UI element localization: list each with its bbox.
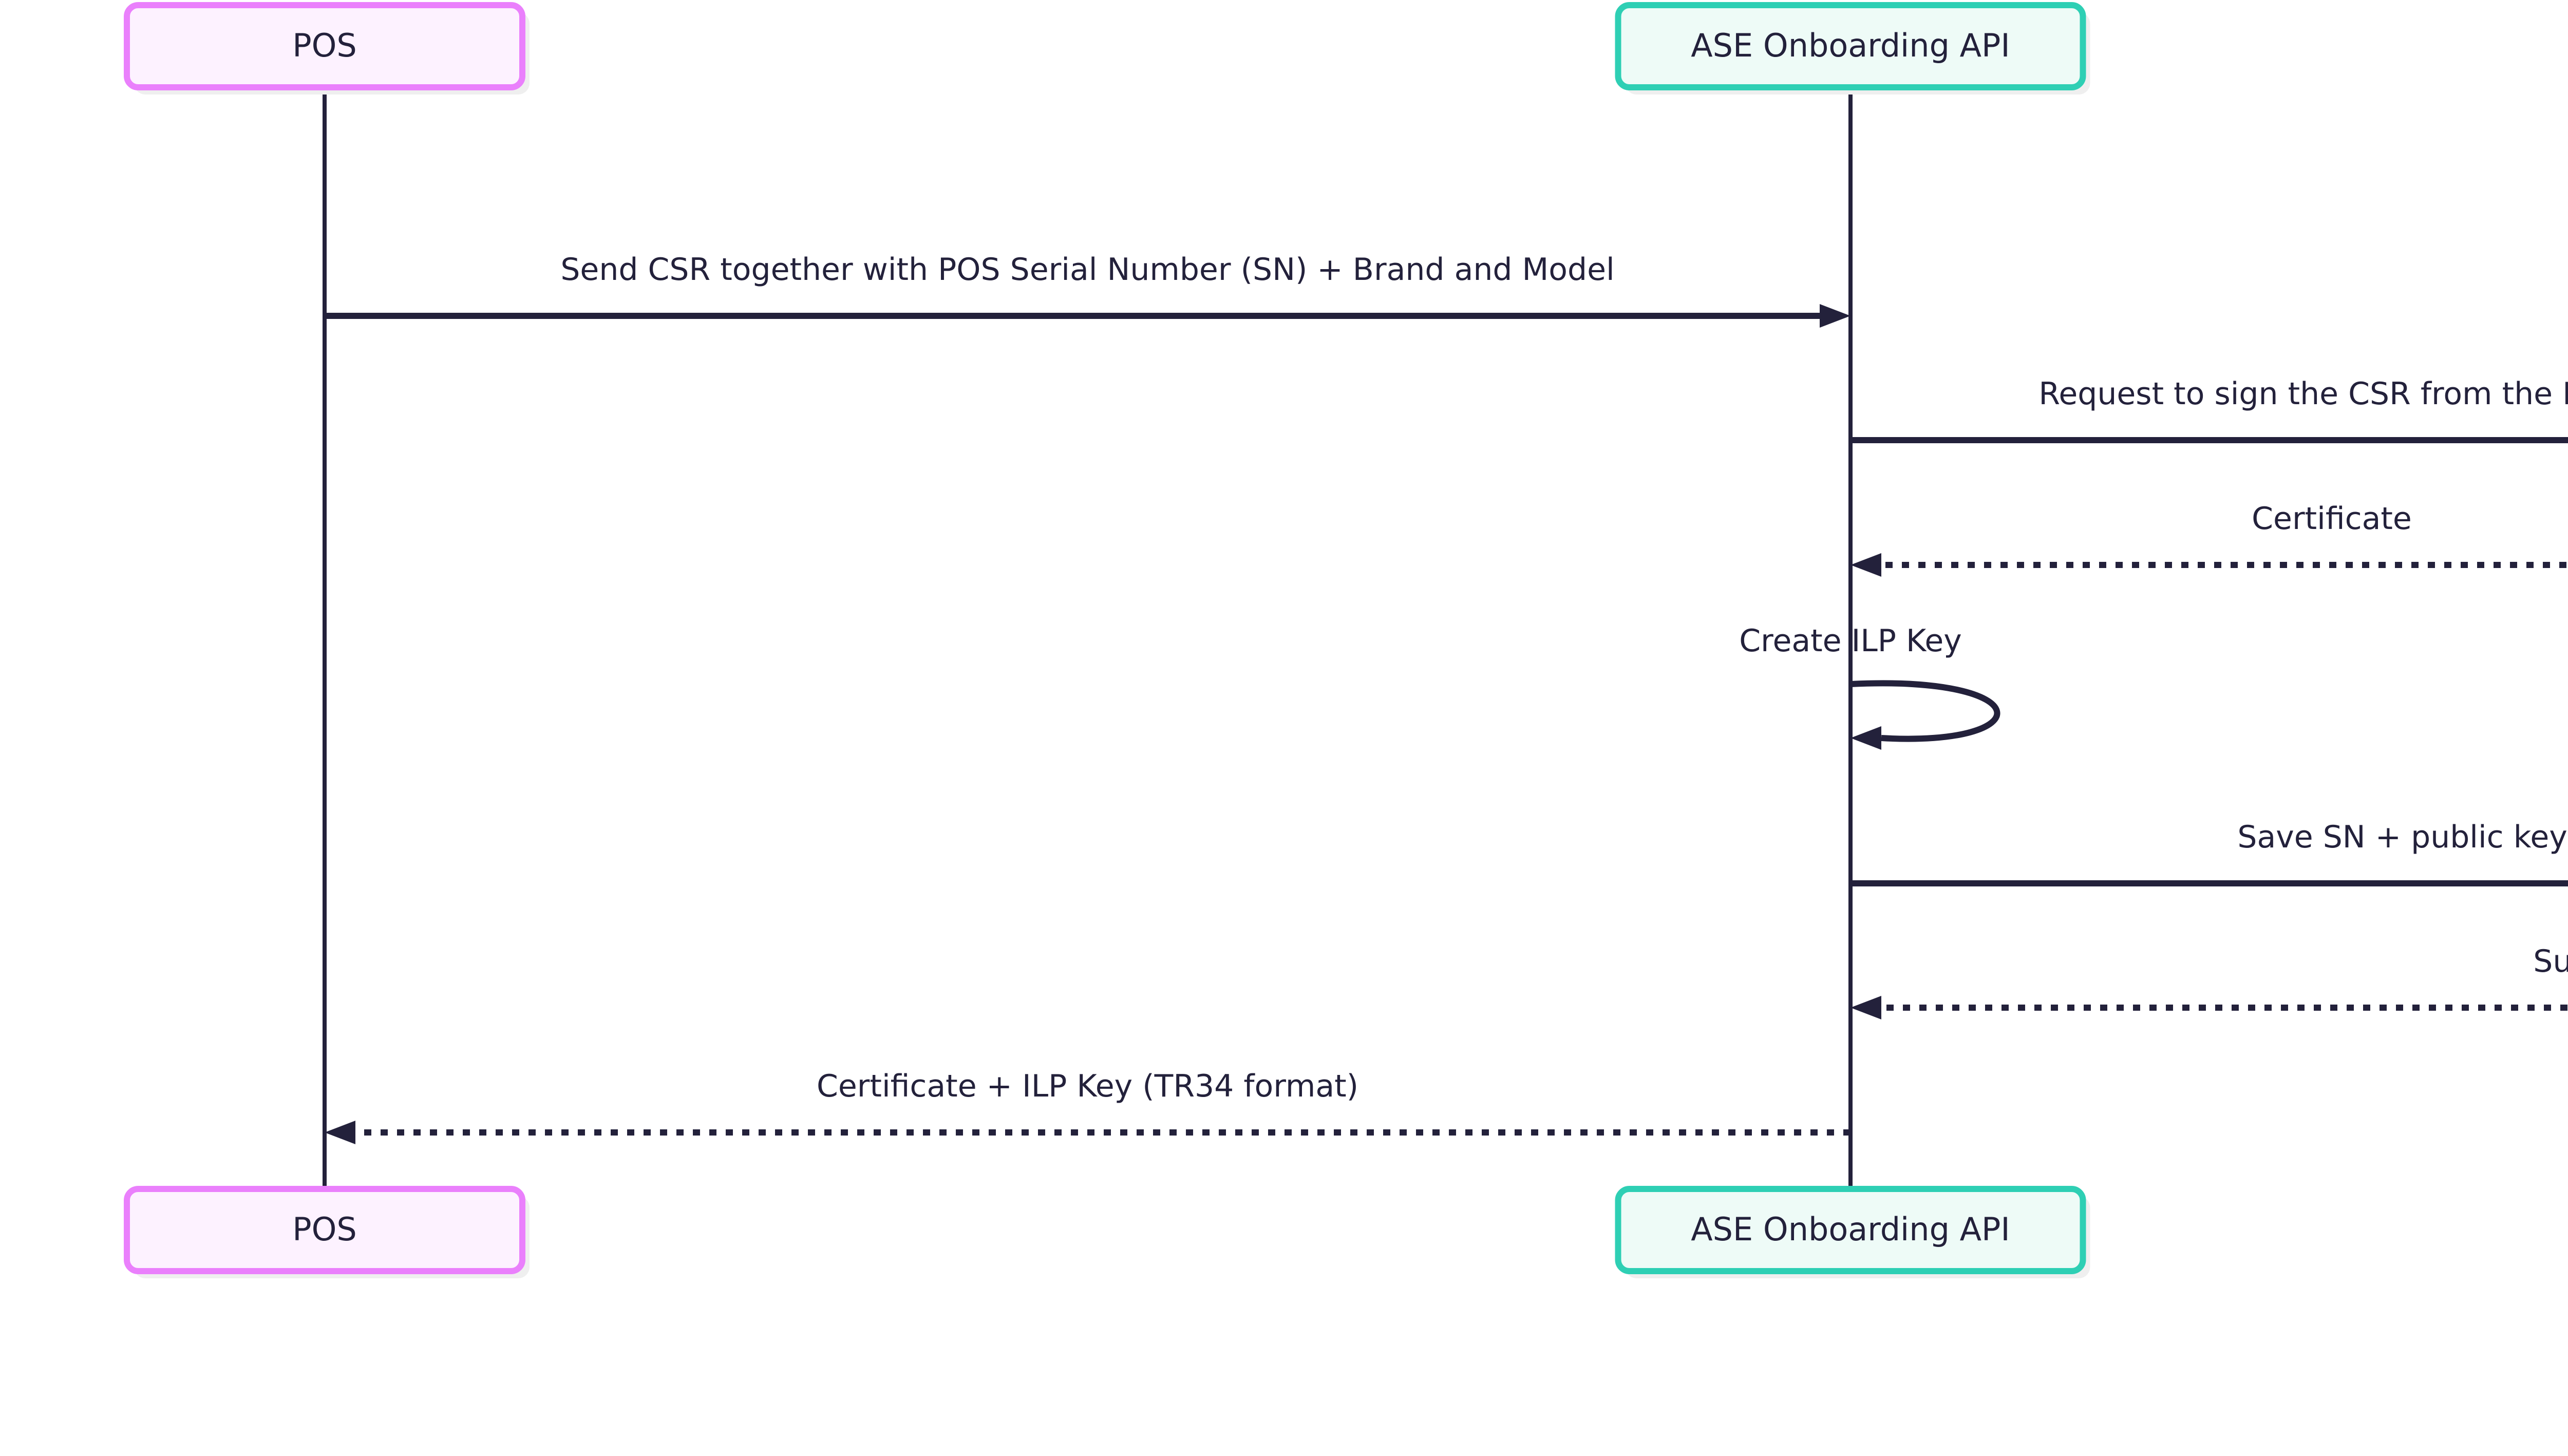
messages-group: Send CSR together with POS Serial Number… xyxy=(325,252,2568,1144)
actor-label-ase-onboarding-api: ASE Onboarding API xyxy=(1691,1211,2010,1248)
actor-label-ase-onboarding-api: ASE Onboarding API xyxy=(1691,27,2010,64)
message-1[interactable]: Send CSR together with POS Serial Number… xyxy=(325,252,1851,328)
message-2[interactable]: Request to sign the CSR from the POS xyxy=(1851,376,2568,452)
actor-box-rect xyxy=(1615,2,2086,90)
message-label: Request to sign the CSR from the POS xyxy=(2038,376,2568,412)
message-label: Create ILP Key xyxy=(1739,623,1962,659)
actor-box-ase-onboarding-api-bottom[interactable]: ASE Onboarding API xyxy=(1615,1186,2090,1278)
actor-label-pos: POS xyxy=(292,27,357,64)
message-label: Send CSR together with POS Serial Number… xyxy=(560,252,1614,288)
self-loop-curve xyxy=(1850,680,2000,742)
message-label: Certificate + ILP Key (TR34 format) xyxy=(817,1068,1358,1104)
arrow-head xyxy=(1851,996,1881,1019)
arrow-head xyxy=(1851,726,1881,750)
arrow-head xyxy=(325,1121,355,1144)
message-label: Save SN + public key + ILP Key (Terminal… xyxy=(2237,819,2568,855)
message-4[interactable]: Create ILP Key xyxy=(1739,623,2000,750)
actor-box-rect xyxy=(124,2,525,90)
arrow-head xyxy=(1820,304,1851,328)
actor-label-pos: POS xyxy=(292,1211,357,1248)
lifelines-group xyxy=(323,87,1853,1189)
message-3[interactable]: Certificate xyxy=(1851,501,2568,577)
message-label: Certificate xyxy=(2252,501,2412,537)
actor-box-rect xyxy=(124,1186,525,1274)
actor-box-pos-top[interactable]: POS xyxy=(124,2,530,94)
arrow-head xyxy=(1851,553,1881,577)
message-7[interactable]: Certificate + ILP Key (TR34 format) xyxy=(325,1068,1851,1144)
actor-box-ase-onboarding-api-top[interactable]: ASE Onboarding API xyxy=(1615,2,2090,94)
message-label: Success xyxy=(2533,943,2568,979)
actor-box-pos-bottom[interactable]: POS xyxy=(124,1186,530,1278)
message-5[interactable]: Save SN + public key + ILP Key (Terminal… xyxy=(1851,819,2568,895)
actor-box-rect xyxy=(1615,1186,2086,1274)
message-6[interactable]: Success xyxy=(1851,943,2568,1019)
